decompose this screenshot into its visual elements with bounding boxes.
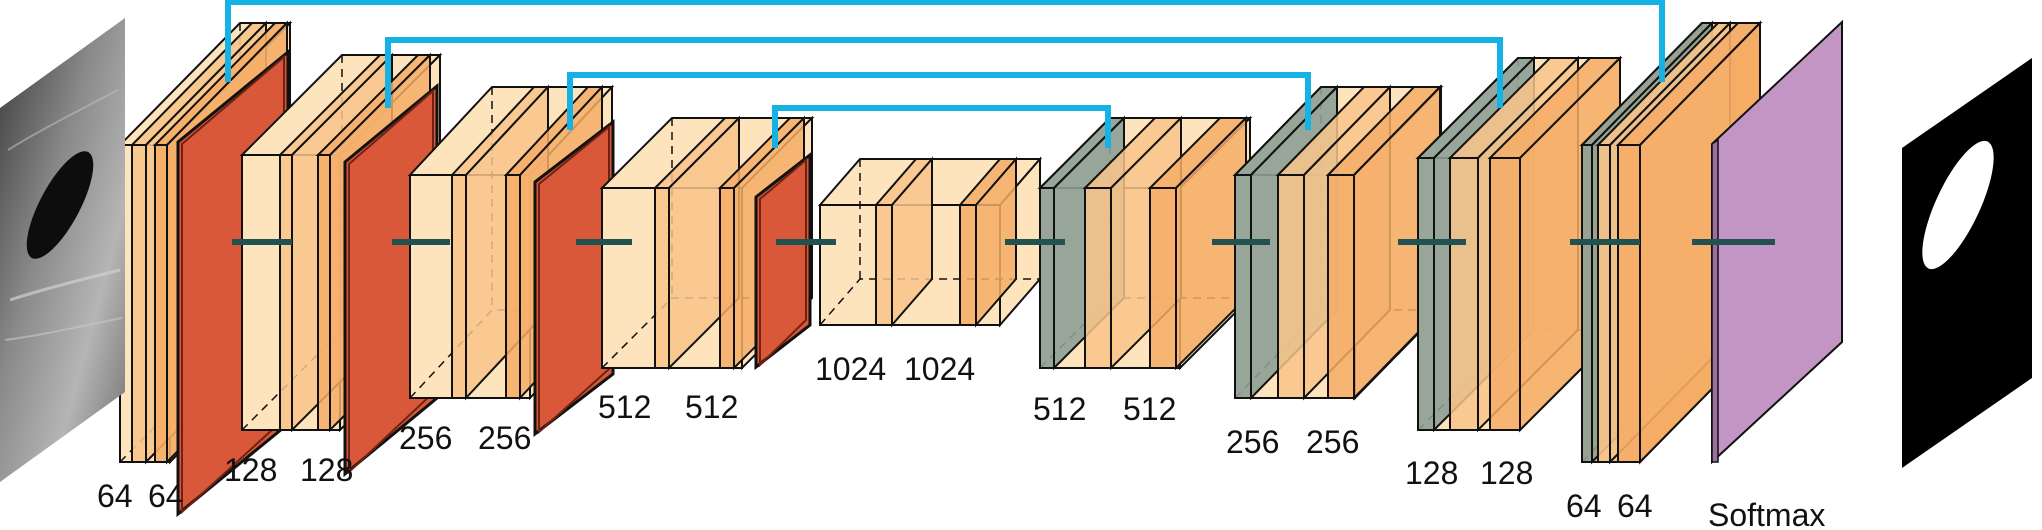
- label-dec2-b: 128: [1480, 455, 1533, 491]
- label-dec3-b: 256: [1306, 424, 1359, 460]
- label-dec4-b: 512: [1123, 391, 1176, 427]
- label-enc4-a: 512: [598, 389, 651, 425]
- label-enc1-b: 64: [148, 478, 184, 514]
- network-blocks: [120, 22, 1842, 514]
- label-bott-a: 1024: [815, 351, 886, 387]
- label-softmax: Softmax: [1708, 497, 1825, 530]
- label-dec3-a: 256: [1226, 424, 1279, 460]
- label-enc1-a: 64: [97, 478, 133, 514]
- label-enc2-a: 128: [224, 452, 277, 488]
- label-enc3-a: 256: [399, 420, 452, 456]
- skip-connections: [228, 2, 1662, 148]
- segmentation-mask-output: [1902, 58, 2032, 468]
- label-dec4-a: 512: [1033, 391, 1086, 427]
- label-dec1-b: 64: [1617, 488, 1653, 524]
- label-dec1-a: 64: [1566, 488, 1602, 524]
- ultrasound-input-image: [0, 18, 125, 482]
- label-dec2-a: 128: [1405, 455, 1458, 491]
- skip-connection-4: [775, 108, 1108, 148]
- label-enc4-b: 512: [685, 389, 738, 425]
- label-enc2-b: 128: [300, 452, 353, 488]
- label-enc3-b: 256: [478, 420, 531, 456]
- label-bott-b: 1024: [904, 351, 975, 387]
